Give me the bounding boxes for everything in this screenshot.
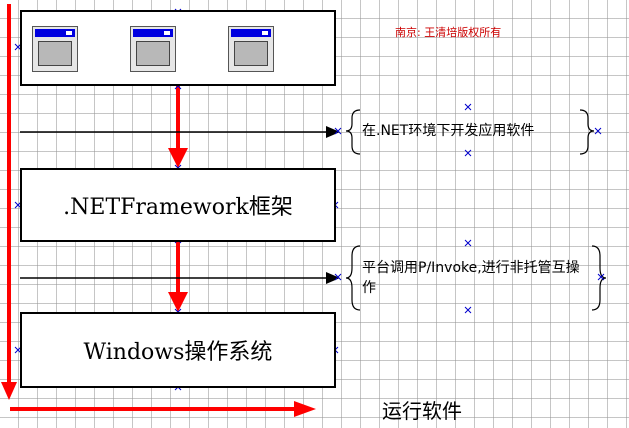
window-pane	[234, 41, 268, 66]
window-pane	[38, 41, 72, 66]
window-pane	[136, 41, 170, 66]
managed-note-left-brace	[345, 109, 361, 155]
framework-box: .NETFramework框架	[20, 168, 336, 242]
pinvoke-connector-arrowhead	[326, 272, 340, 284]
managed-note: 在.NET环境下开发应用软件	[362, 123, 535, 139]
app-window-icon-3	[228, 26, 274, 72]
bottom-run-arrowhead	[294, 401, 316, 417]
window-titlebar	[231, 29, 271, 37]
framework-label: .NETFramework框架	[63, 195, 293, 220]
left-runtime-arrowhead	[1, 382, 17, 400]
os-label: Windows操作系统	[83, 340, 273, 365]
framework-to-os-arrowhead	[168, 292, 188, 312]
copyright-text: 南京: 王清培版权所有	[395, 26, 502, 39]
pinvoke-note-right-brace	[591, 245, 607, 311]
window-titlebar	[133, 29, 173, 37]
pinvoke-note: 平台调用P/Invoke,进行非托管互操作	[362, 260, 580, 296]
window-titlebar	[35, 29, 75, 37]
app-window-icon-1	[32, 26, 78, 72]
os-box: Windows操作系统	[20, 312, 336, 388]
apps-to-framework-arrowhead	[168, 148, 188, 168]
managed-connector-arrowhead	[326, 126, 340, 138]
app-window-icon-2	[130, 26, 176, 72]
managed-note-right-brace	[579, 109, 595, 155]
run-software-label: 运行软件	[382, 399, 462, 423]
pinvoke-note-left-brace	[345, 245, 361, 311]
applications-box	[20, 10, 336, 86]
